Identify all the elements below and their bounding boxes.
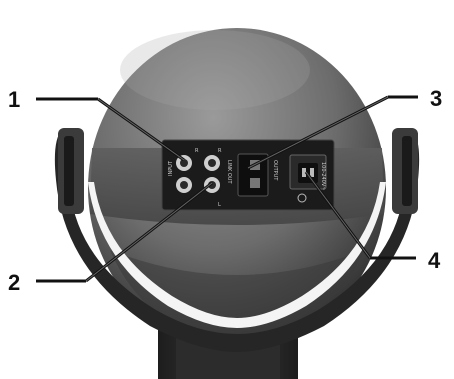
output-label: OUTPUT [272,160,278,181]
callout-1: 1 [8,87,20,112]
power-label: 100-240V~ [320,162,326,191]
callout-3: 3 [430,86,442,111]
input-r-label: R [195,148,199,154]
link-out-r-label: R [218,148,222,154]
input-label: INPUT [168,160,174,176]
link-out-l-label: L [218,202,221,208]
callout-4: 4 [428,248,441,273]
callout-2: 2 [8,270,20,295]
link-out-label: LINK OUT [226,160,232,184]
